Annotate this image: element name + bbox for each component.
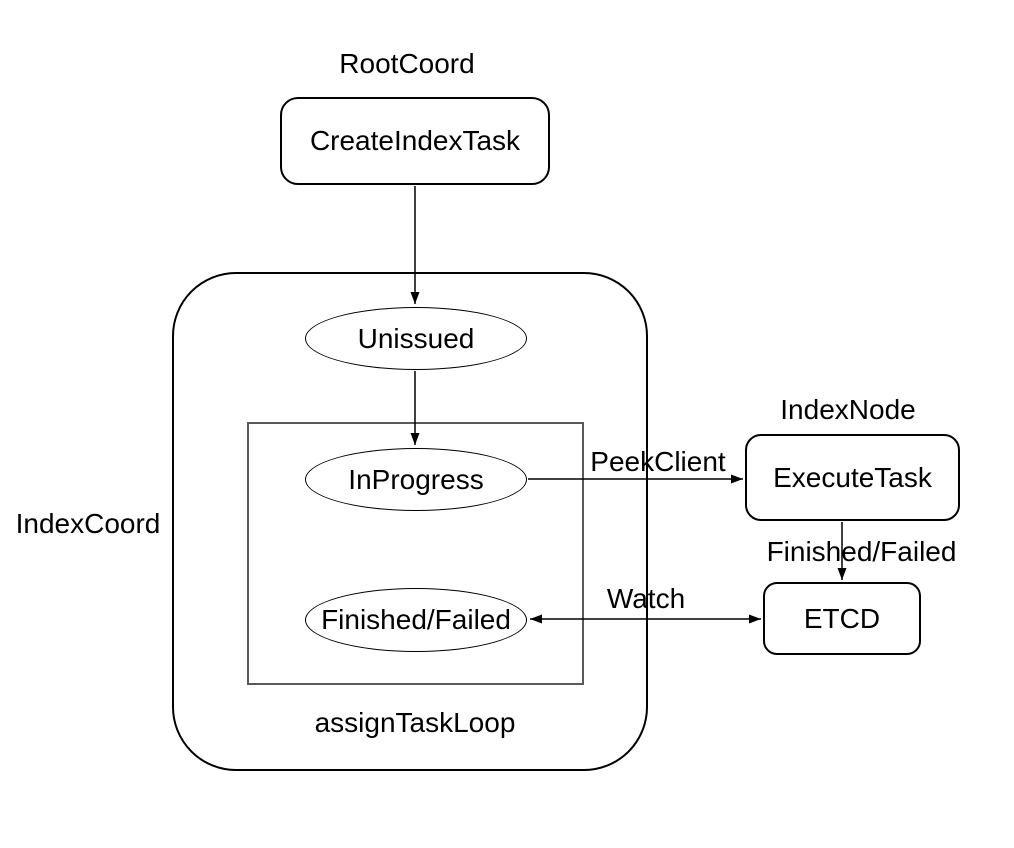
node-etcd: ETCD xyxy=(763,582,921,655)
node-execute-task: ExecuteTask xyxy=(745,434,960,521)
node-unissued-label: Unissued xyxy=(357,322,475,354)
node-create-index-task-label: CreateIndexTask xyxy=(309,125,521,156)
index-coord-container xyxy=(172,272,648,771)
edge-label-watch: Watch xyxy=(606,583,686,614)
index-node-label: IndexNode xyxy=(780,394,916,425)
edge-label-finished-failed: Finished/Failed xyxy=(766,536,957,567)
assign-task-loop-label: assignTaskLoop xyxy=(314,707,516,738)
edge-label-peek-client: PeekClient xyxy=(590,446,726,477)
node-unissued: Unissued xyxy=(305,307,527,370)
node-create-index-task: CreateIndexTask xyxy=(280,97,550,185)
root-coord-label: RootCoord xyxy=(339,48,475,79)
node-etcd-label: ETCD xyxy=(803,602,881,634)
node-finished-failed: Finished/Failed xyxy=(305,588,527,652)
node-in-progress-label: InProgress xyxy=(348,463,484,495)
index-coord-label: IndexCoord xyxy=(15,508,161,539)
node-in-progress: InProgress xyxy=(305,448,527,511)
node-finished-failed-label: Finished/Failed xyxy=(321,604,511,635)
node-execute-task-label: ExecuteTask xyxy=(773,461,932,493)
